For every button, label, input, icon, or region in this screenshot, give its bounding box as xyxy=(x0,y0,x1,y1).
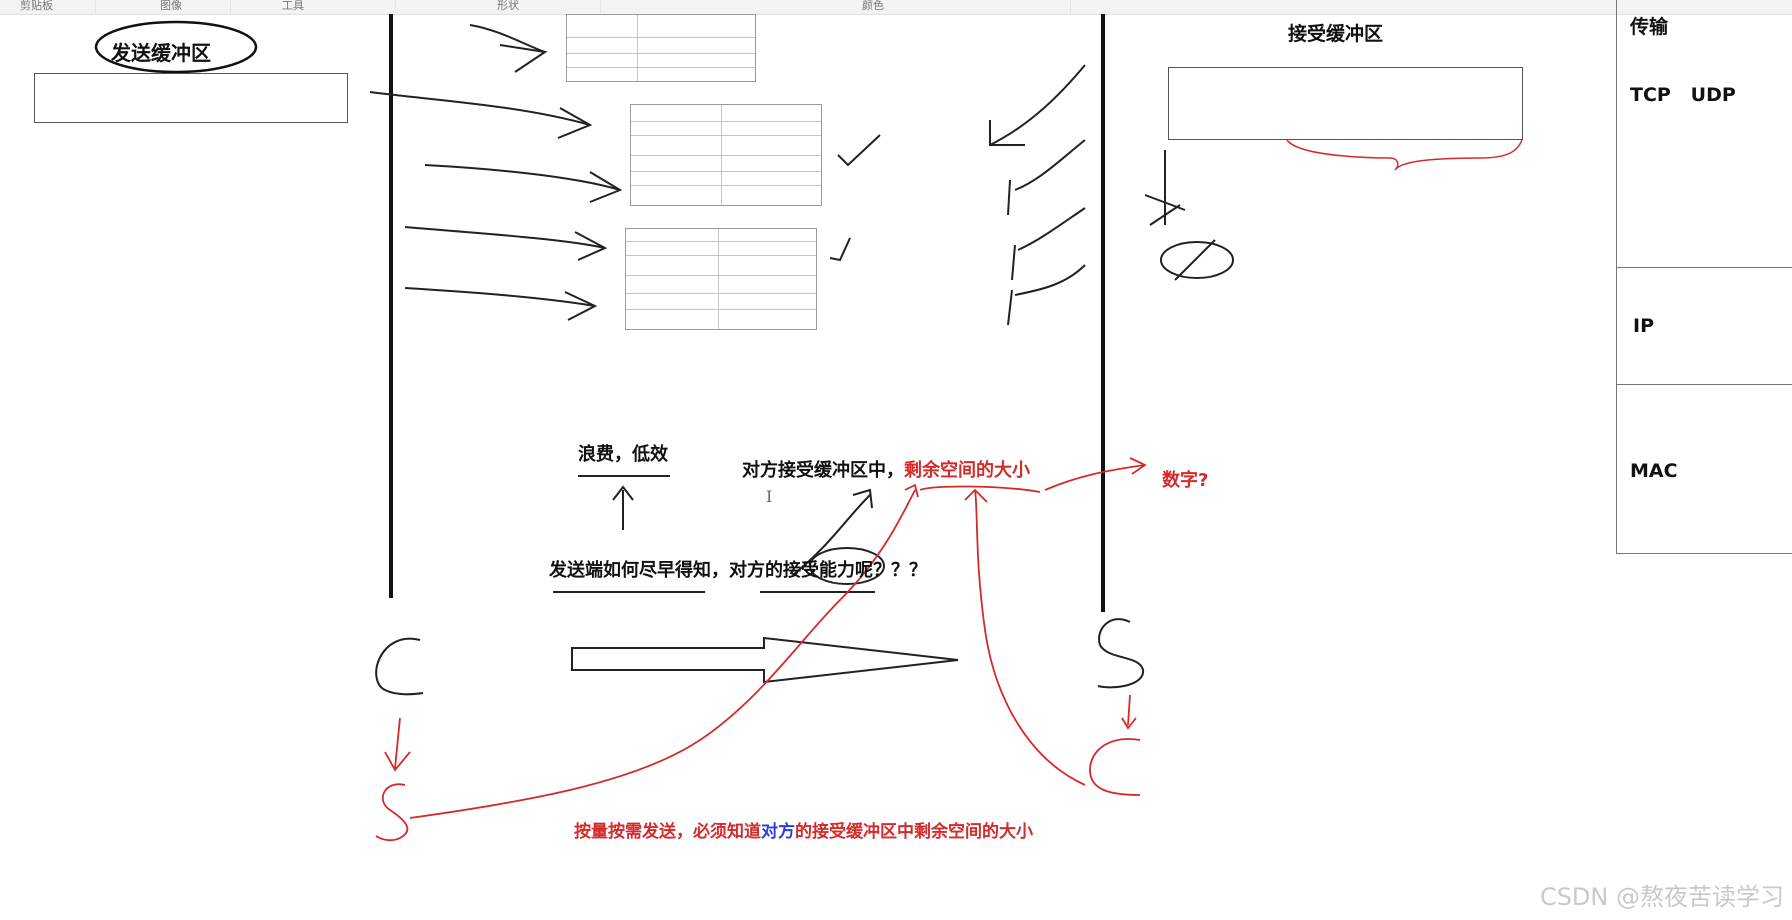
number-question-note: 数字? xyxy=(1162,470,1209,491)
layer-network-label: IP xyxy=(1633,315,1654,337)
sender-arrows xyxy=(369,24,623,321)
sender-buffer-box xyxy=(34,73,348,123)
receiver-arrows xyxy=(989,64,1086,326)
toolbar-group-image[interactable]: 图像 xyxy=(160,0,182,12)
layer-link-label: MAC xyxy=(1630,460,1678,482)
layer-transport-protocols: TCP UDP xyxy=(1630,84,1736,106)
toolbar-group-shapes[interactable]: 形状 xyxy=(497,0,519,12)
layer-transport-cell xyxy=(1616,0,1792,268)
client-server-letters xyxy=(375,618,1144,696)
waste-annotation xyxy=(578,475,873,576)
toolbar-separator xyxy=(395,0,396,14)
layer-network-cell xyxy=(1616,268,1792,385)
ribbon-toolbar: 剪贴板 图像 工具 形状 颜色 xyxy=(0,0,1792,15)
receiver-buffer-label: 接受缓冲区 xyxy=(1288,23,1384,45)
toolbar-separator xyxy=(95,0,96,14)
remaining-space-prefix: 对方接受缓冲区中， xyxy=(742,460,904,481)
sender-buffer-label: 发送缓冲区 xyxy=(111,41,211,65)
packet-thumbnail xyxy=(566,14,756,82)
receiver-cross-marks xyxy=(1144,150,1234,281)
bottom-conclusion: 按量按需发送，必须知道对方的接受缓冲区中剩余空间的大小 xyxy=(574,817,1033,842)
red-annotations xyxy=(375,457,1147,842)
remaining-space-highlight: 剩余空间的大小 xyxy=(904,460,1030,481)
main-question: 发送端如何尽早得知，对方的接受能力呢？？？ xyxy=(549,560,927,581)
question-annotation xyxy=(553,547,885,593)
toolbar-separator xyxy=(1070,0,1071,14)
packet-thumbnail xyxy=(630,104,822,206)
bottom-conclusion-peer: 对方 xyxy=(761,822,795,842)
toolbar-group-clipboard[interactable]: 剪贴板 xyxy=(20,0,53,12)
receiver-buffer-box xyxy=(1168,67,1523,140)
packet-thumbnail xyxy=(625,228,817,330)
check-marks xyxy=(829,134,881,262)
bottom-conclusion-part2: 的接受缓冲区中剩余空间的大小 xyxy=(795,822,1033,842)
bottom-conclusion-part1: 按量按需发送，必须知道 xyxy=(574,822,761,842)
transfer-arrow xyxy=(571,636,959,684)
toolbar-group-tools[interactable]: 工具 xyxy=(282,0,304,12)
toolbar-separator xyxy=(600,0,601,14)
toolbar-group-colors[interactable]: 颜色 xyxy=(862,0,884,12)
toolbar-separator xyxy=(230,0,231,14)
csdn-watermark: CSDN @熬夜苦读学习 xyxy=(1539,883,1784,911)
remaining-space-note: 对方接受缓冲区中，剩余空间的大小 xyxy=(742,456,1030,482)
layer-link-cell xyxy=(1616,385,1792,554)
sender-label-circle xyxy=(94,20,258,74)
layer-transport-label: 传输 xyxy=(1630,16,1669,38)
text-cursor-icon: I xyxy=(766,487,773,506)
waste-note: 浪费，低效 xyxy=(578,444,668,465)
